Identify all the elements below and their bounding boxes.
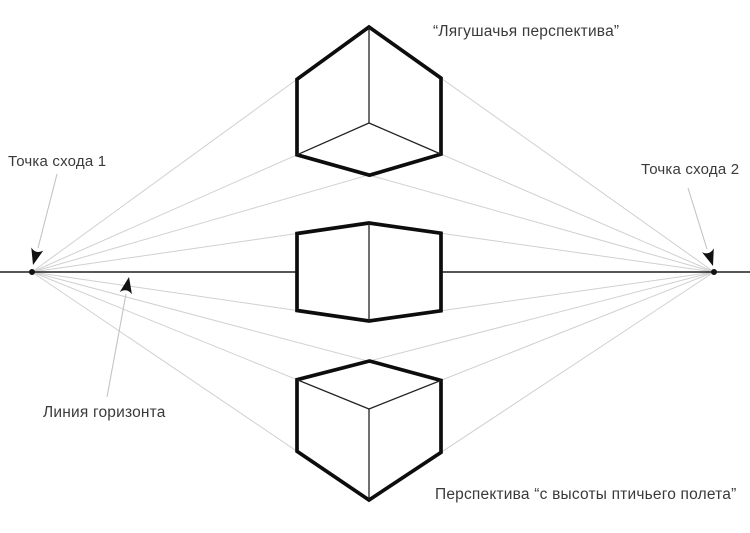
cube-birds-eye-view-inner-edge — [296, 379, 370, 410]
construction-line — [31, 154, 298, 273]
cube-birds-eye-view-inner-edge — [368, 379, 442, 410]
construction-line — [440, 232, 715, 273]
construction-line — [440, 271, 715, 381]
construction-line — [440, 271, 715, 453]
birds-eye-caption: Перспектива “с высоты птичьего полета” — [435, 486, 737, 503]
construction-line — [440, 271, 715, 312]
construction-line — [440, 77, 715, 273]
cube-worms-eye-view-inner-edge — [296, 122, 370, 156]
cube-worms-eye-view-inner-edge — [368, 122, 442, 155]
construction-line — [31, 271, 298, 311]
construction-line — [31, 78, 298, 273]
worms-eye-caption: “Лягушачья перспектива” — [433, 23, 620, 40]
vanishing-point-2-label: Точка схода 2 — [641, 161, 740, 178]
construction-line — [440, 153, 715, 273]
leader-horizon — [106, 293, 127, 398]
vanishing-point-2-dot — [711, 269, 717, 275]
leader-vp2-arrowhead-icon — [702, 248, 714, 266]
vanishing-point-1-dot — [29, 269, 35, 275]
construction-line — [31, 271, 298, 381]
vanishing-point-1-label: Точка схода 1 — [8, 153, 107, 170]
leader-vp1-arrowhead-icon — [31, 247, 44, 265]
leader-vp1 — [37, 173, 58, 249]
construction-line — [31, 271, 298, 452]
horizon-line-label: Линия горизонта — [43, 404, 166, 421]
leader-horizon-arrowhead-icon — [119, 277, 132, 295]
leader-vp2 — [687, 187, 708, 250]
construction-line — [31, 233, 298, 273]
